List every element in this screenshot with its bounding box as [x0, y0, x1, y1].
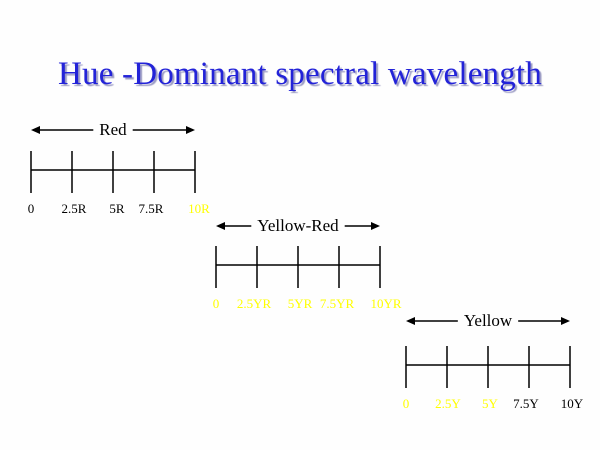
tick-label: 2.5R — [62, 201, 87, 216]
tick-label: 10R — [188, 201, 210, 216]
tick-label: 7.5YR — [320, 296, 355, 311]
slide-title: Hue -Dominant spectral wavelength — [57, 56, 543, 92]
scale-red: Red 0 2.5R 5R 7.5R 10R — [28, 120, 210, 216]
tick-label: 2.5YR — [237, 296, 272, 311]
tick-label: 7.5R — [139, 201, 164, 216]
arrow-right-head-icon — [371, 222, 380, 230]
tick-label: 10YR — [370, 296, 401, 311]
tick-label: 7.5Y — [513, 396, 539, 411]
arrow-left-head-icon — [216, 222, 225, 230]
tick-label: 0 — [403, 396, 410, 411]
arrow-right-head-icon — [186, 126, 195, 134]
tick-label: 5Y — [482, 396, 499, 411]
arrow-left-head-icon — [31, 126, 40, 134]
tick-label: 10Y — [561, 396, 584, 411]
tick-label: 0 — [28, 201, 35, 216]
scale-title: Yellow-Red — [257, 216, 339, 235]
arrow-right-head-icon — [561, 317, 570, 325]
tick-label: 2.5Y — [435, 396, 461, 411]
scale-title: Red — [99, 120, 127, 139]
tick-label: 5R — [109, 201, 125, 216]
tick-label: 0 — [213, 296, 220, 311]
arrow-left-head-icon — [406, 317, 415, 325]
scale-yellow-red: Yellow-Red 0 2.5YR 5YR 7.5YR 10YR — [213, 216, 402, 311]
tick-label: 5YR — [288, 296, 313, 311]
scale-yellow: Yellow 0 2.5Y 5Y 7.5Y 10Y — [403, 311, 584, 411]
scale-title: Yellow — [464, 311, 513, 330]
